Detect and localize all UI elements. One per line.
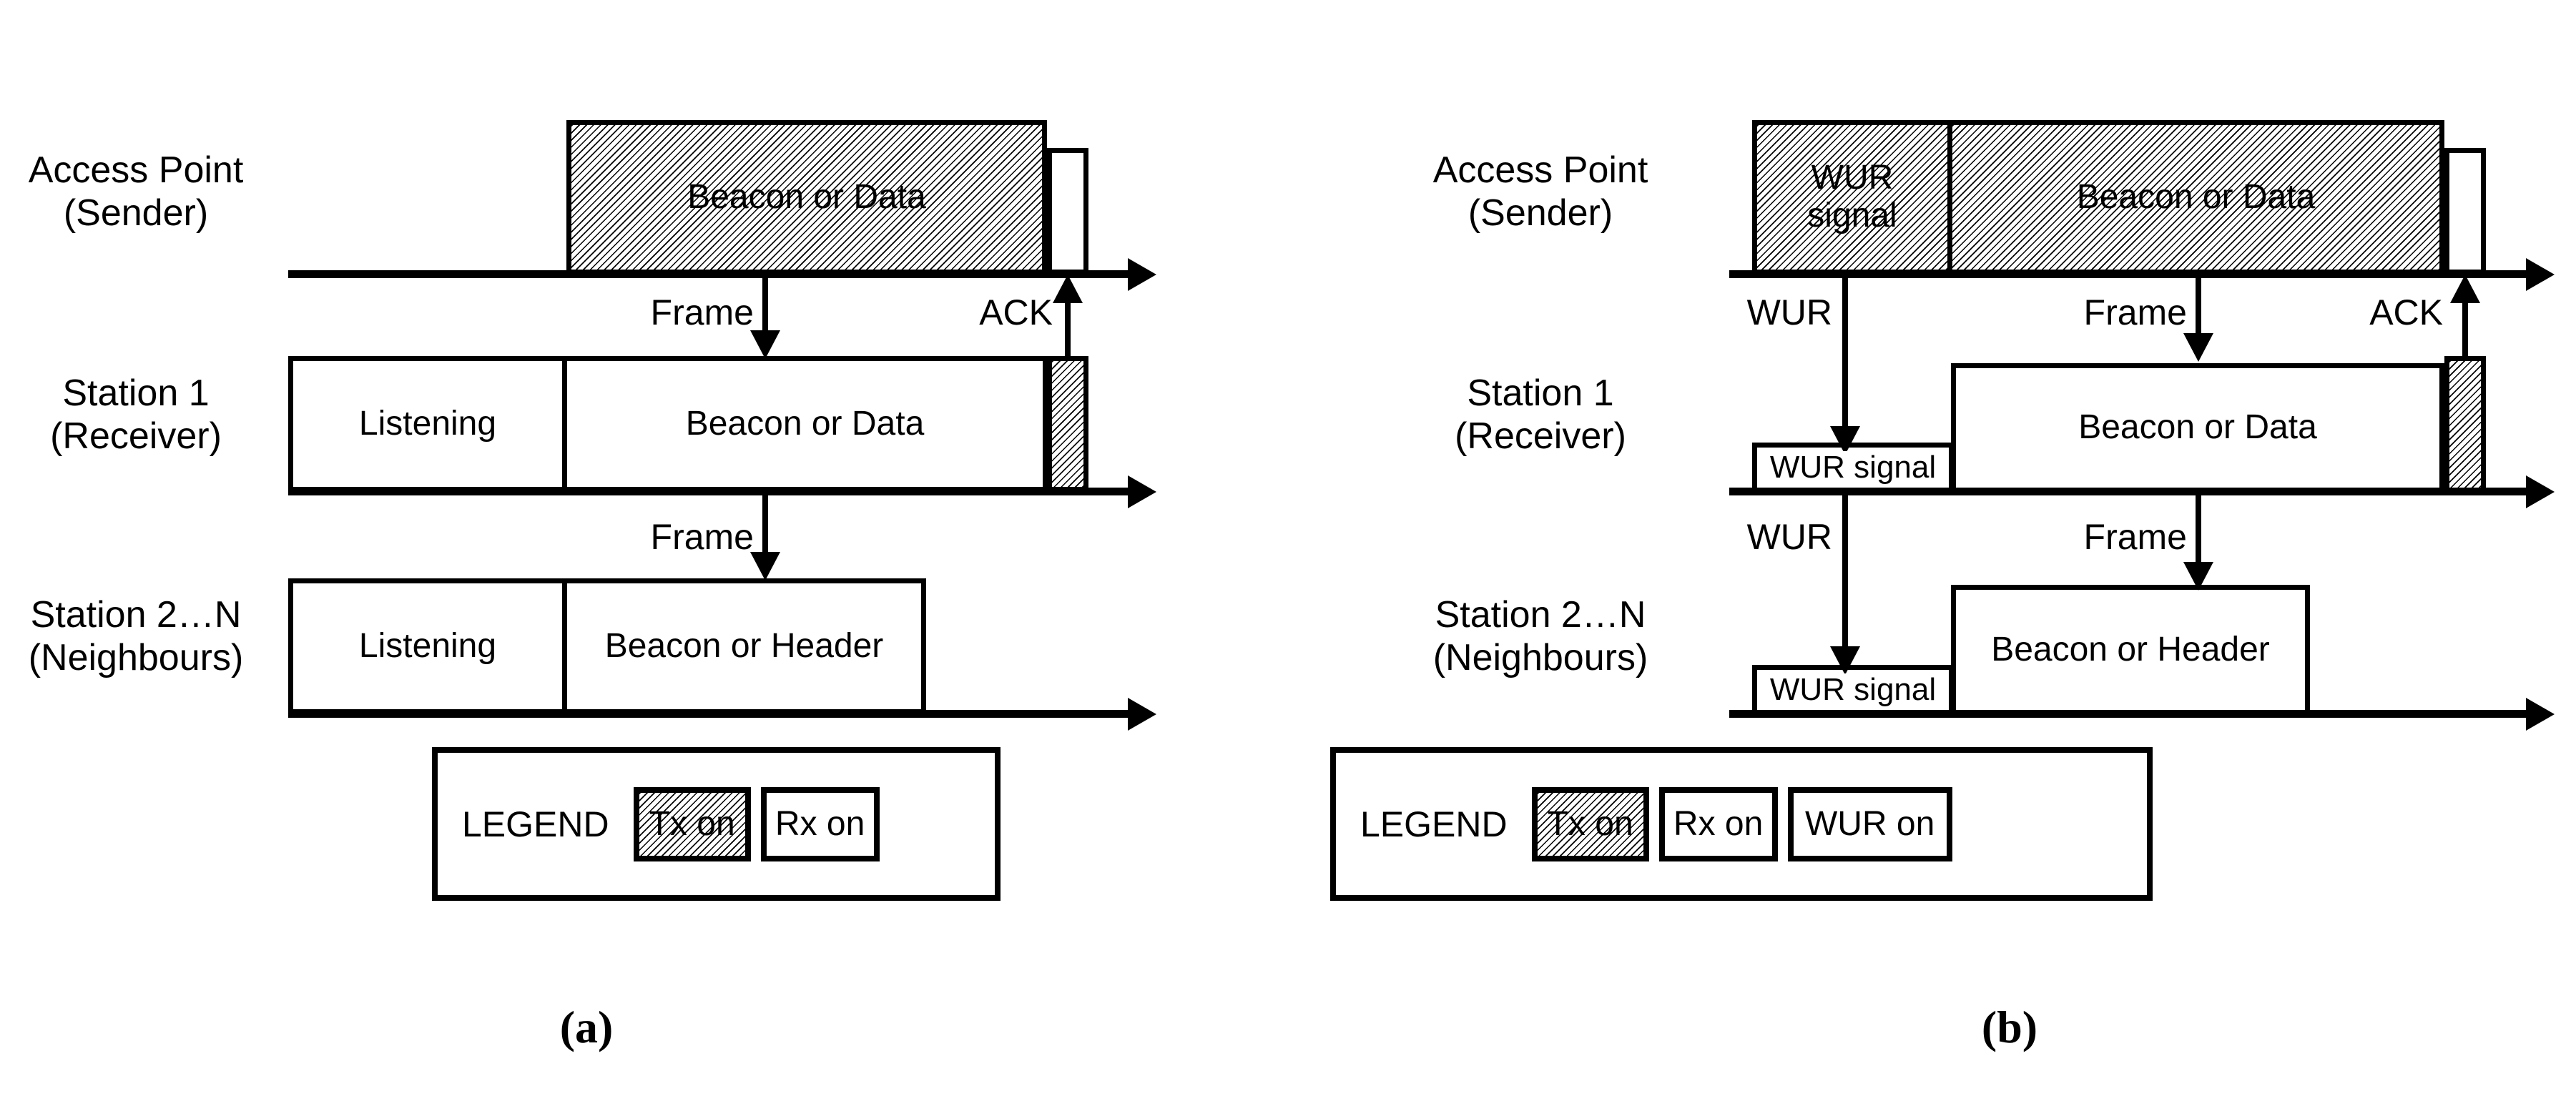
sta2n-box-beacon-or-header: Beacon or Header xyxy=(564,578,926,714)
box-label: WUR signal xyxy=(1769,449,1937,485)
event-line-frame-ap-sta1 xyxy=(2196,275,2201,337)
caption-b: (b) xyxy=(1981,1002,2038,1052)
box-label: Beacon or Data xyxy=(685,404,925,443)
sta1-box-ack-tx xyxy=(2444,356,2486,493)
event-label-frame-ap-sta2n: Frame xyxy=(650,517,754,557)
timeline-arrow-access-point xyxy=(1128,258,1156,291)
box-label: Beacon or Header xyxy=(604,626,884,665)
legend-chip-label: Rx on xyxy=(775,805,865,843)
event-arrowhead-frame-ap-sta2n xyxy=(750,552,780,581)
timeline-arrow-station-2n xyxy=(2526,698,2555,731)
row-label-line2: (Neighbours) xyxy=(1432,637,1648,679)
ap-box-beacon-or-data: Beacon or Data xyxy=(1950,120,2444,275)
event-line-frame-ap-sta2n xyxy=(762,492,768,556)
sta2n-box-wur-signal: WUR signal xyxy=(1752,665,1954,715)
row-label-line1: Station 2…N xyxy=(30,594,242,636)
timeline-arrow-station-1 xyxy=(1128,475,1156,508)
timeline-arrow-access-point xyxy=(2526,258,2555,291)
timeline-arrow-station-1 xyxy=(2526,475,2555,508)
sta2n-box-listening: Listening xyxy=(288,578,567,714)
row-label-line1: Station 1 xyxy=(62,372,210,414)
sta1-box-listening: Listening xyxy=(288,356,567,492)
event-label-ack-sta1-ap: ACK xyxy=(979,292,1053,332)
event-label-wur-ap-sta1: WUR xyxy=(1746,292,1832,332)
legend-chip-label: Rx on xyxy=(1673,805,1764,843)
legend-chip-wur-on: WUR on xyxy=(1787,786,1952,861)
legend-chip-label: Tx on xyxy=(649,805,735,843)
row-label-line1: Access Point xyxy=(28,149,244,191)
caption-a: (a) xyxy=(559,1002,614,1052)
row-label-station-1: Station 1 (Receiver) xyxy=(1352,372,1729,458)
ap-box-beacon-or-data: Beacon or Data xyxy=(566,120,1047,275)
event-line-ack-sta1-ap xyxy=(2462,300,2468,357)
sta1-box-ack-tx xyxy=(1047,356,1088,492)
legend-chip-tx-on: Tx on xyxy=(633,786,751,861)
box-label: Listening xyxy=(358,626,497,665)
row-label-access-point: Access Point (Sender) xyxy=(1352,149,1729,235)
box-label: Listening xyxy=(358,404,497,443)
box-label: WUR signal xyxy=(1807,159,1897,234)
event-arrowhead-frame-ap-sta2n xyxy=(2183,562,2213,591)
panel-a: Access Point (Sender) Station 1 (Receive… xyxy=(0,0,1259,1116)
row-label-line1: Station 1 xyxy=(1467,372,1614,414)
row-label-station-1: Station 1 (Receiver) xyxy=(0,372,272,458)
row-label-line1: Station 2…N xyxy=(1435,594,1646,636)
event-line-wur-ap-sta2n xyxy=(1842,492,1848,651)
row-label-line2: (Neighbours) xyxy=(28,637,244,679)
event-label-ack-sta1-ap: ACK xyxy=(2369,292,2443,332)
row-label-line2: (Sender) xyxy=(63,192,209,234)
sta1-box-beacon-or-data: Beacon or Data xyxy=(564,356,1048,492)
legend-chip-tx-on: Tx on xyxy=(1531,786,1649,861)
sta2n-box-beacon-or-header: Beacon or Header xyxy=(1951,585,2310,715)
legend-chip-label: WUR on xyxy=(1804,805,1935,843)
legend-chip-rx-on: Rx on xyxy=(1658,786,1778,861)
event-arrowhead-ack-sta1-ap xyxy=(1053,275,1083,303)
ap-box-ack-rx xyxy=(1047,148,1088,275)
event-line-wur-ap-sta1 xyxy=(1842,275,1848,430)
row-label-access-point: Access Point (Sender) xyxy=(0,149,272,235)
event-line-frame-ap-sta2n xyxy=(2196,492,2201,568)
legend-chip-label: Tx on xyxy=(1547,805,1633,843)
legend-panel-b: LEGEND Tx on Rx on WUR on xyxy=(1330,747,2153,901)
sta1-box-beacon-or-data: Beacon or Data xyxy=(1951,363,2444,493)
event-arrowhead-frame-ap-sta1 xyxy=(2183,333,2213,362)
box-label: WUR signal xyxy=(1769,671,1937,707)
event-line-frame-ap-sta1 xyxy=(762,275,768,336)
event-label-wur-ap-sta2n: WUR xyxy=(1746,517,1832,557)
event-label-frame-ap-sta2n: Frame xyxy=(2083,517,2187,557)
box-label: Beacon or Header xyxy=(1991,630,2270,668)
box-label: Beacon or Data xyxy=(2078,408,2317,447)
legend-panel-a: LEGEND Tx on Rx on xyxy=(432,747,1001,901)
row-label-line2: (Receiver) xyxy=(50,415,222,458)
box-label: Beacon or Data xyxy=(687,177,926,216)
row-label-line2: (Receiver) xyxy=(1455,415,1626,458)
panel-b: Access Point (Sender) Station 1 (Receive… xyxy=(1330,0,2576,1116)
row-label-station-2n: Station 2…N (Neighbours) xyxy=(0,593,272,680)
legend-title: LEGEND xyxy=(1360,804,1508,844)
timeline-arrow-station-2n xyxy=(1128,698,1156,731)
event-label-frame-ap-sta1: Frame xyxy=(650,292,754,332)
legend-title: LEGEND xyxy=(462,804,609,844)
row-label-station-2n: Station 2…N (Neighbours) xyxy=(1352,593,1729,680)
box-label: Beacon or Data xyxy=(2076,177,2316,216)
sta1-box-wur-signal: WUR signal xyxy=(1752,443,1954,493)
event-label-frame-ap-sta1: Frame xyxy=(2083,292,2187,332)
event-arrowhead-ack-sta1-ap xyxy=(2450,275,2480,303)
row-label-line1: Access Point xyxy=(1432,149,1648,191)
event-arrowhead-frame-ap-sta1 xyxy=(750,330,780,359)
row-label-line2: (Sender) xyxy=(1468,192,1613,234)
legend-chip-rx-on: Rx on xyxy=(760,786,880,861)
event-line-ack-sta1-ap xyxy=(1065,300,1071,357)
ap-box-ack-rx xyxy=(2444,148,2486,275)
ap-box-wur-signal: WUR signal xyxy=(1752,120,1952,275)
